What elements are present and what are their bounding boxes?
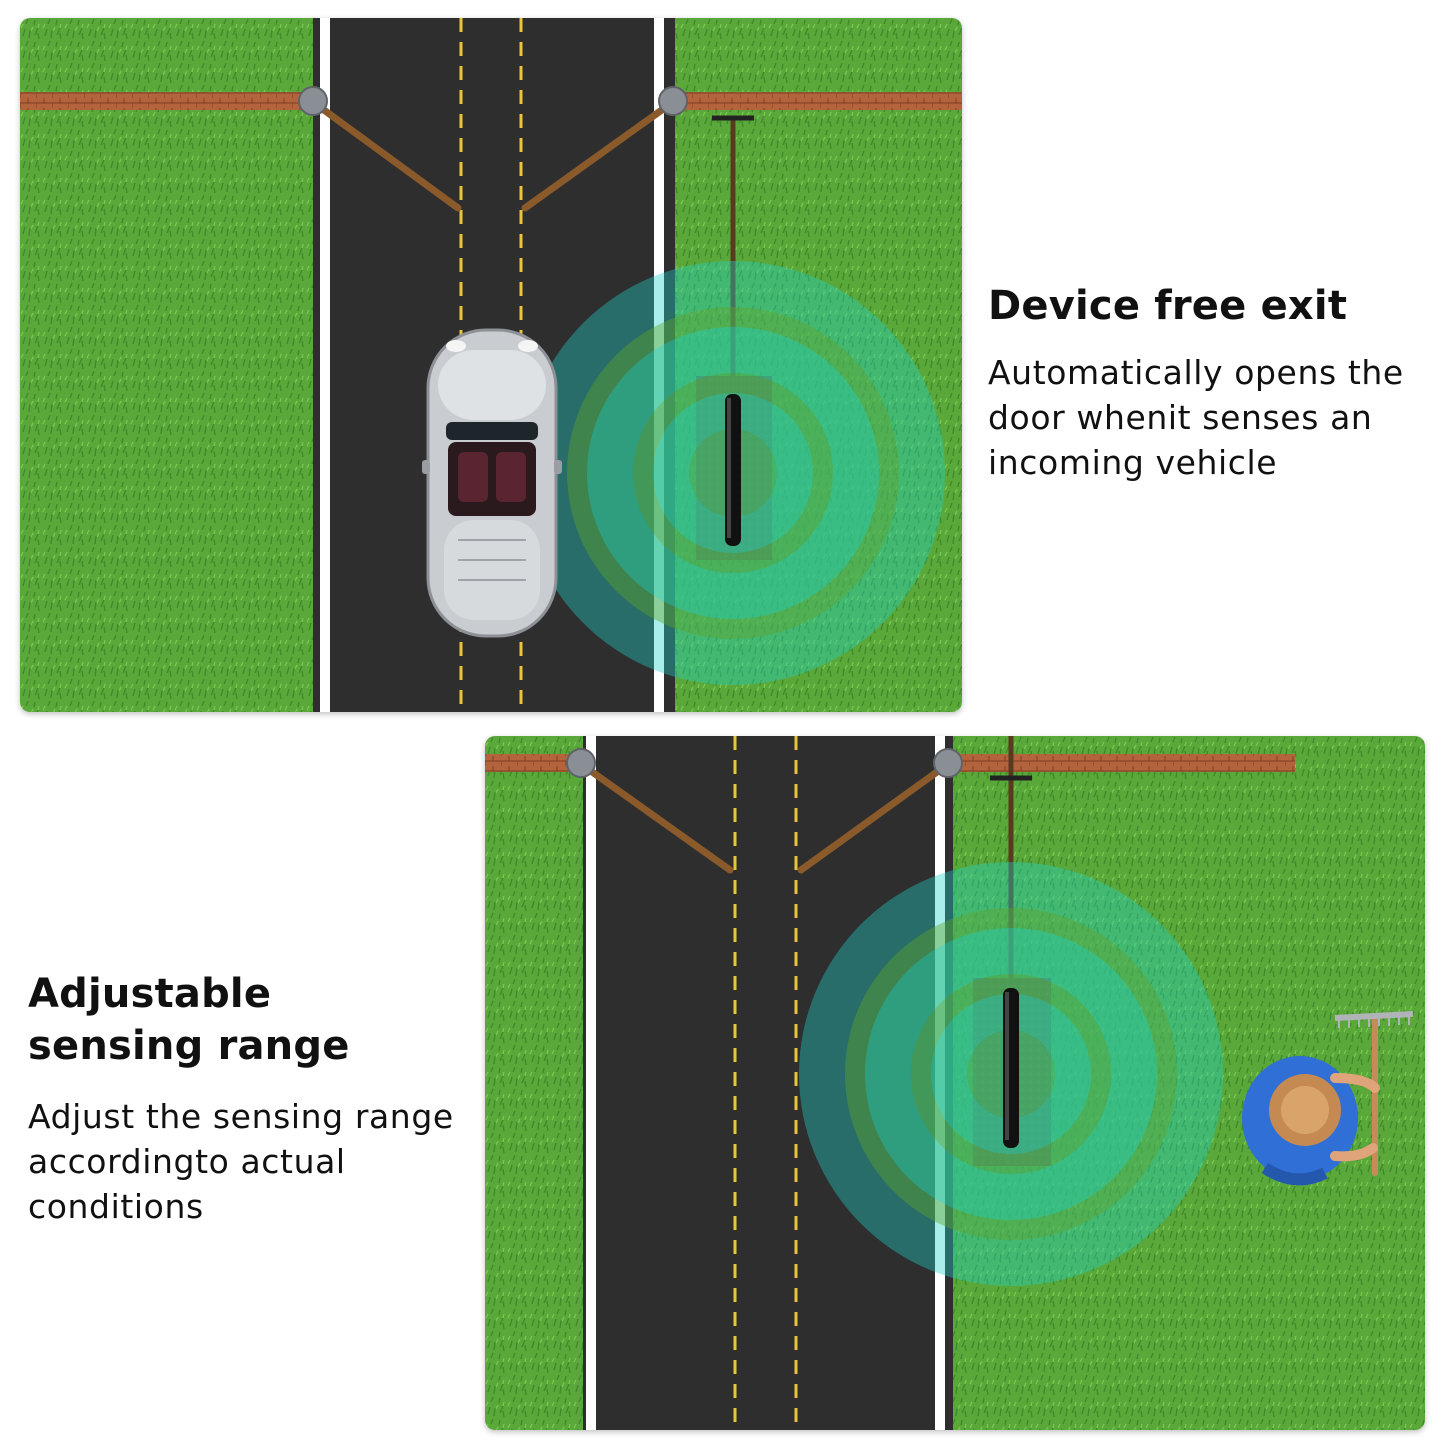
gate-arm-right [521,98,677,212]
road-edge-line-left [586,736,596,1430]
description-line: conditions [28,1187,204,1226]
description-line: incoming vehicle [988,443,1278,482]
feature-description: Automatically opens the door whenit sens… [988,350,1438,485]
heading-line: Adjustable [28,971,272,1017]
gate-arm-left [309,98,462,212]
scene-person-near-sensor [485,736,1425,1430]
gate-post-right [933,748,963,778]
gate-post-left [298,86,328,116]
description-line: door whenit senses an [988,398,1373,437]
description-line: Adjust the sensing range [28,1097,454,1136]
gardener-icon [1242,1011,1414,1186]
feature-block-adjustable-range: Adjustable sensing range Adjust the sens… [28,968,478,1229]
heading-line: sensing range [28,1023,350,1069]
brick-wall-left [485,754,578,772]
feature-heading: Adjustable sensing range [28,968,478,1072]
description-line: accordingto actual [28,1142,346,1181]
road-edge-line-left [320,18,330,712]
brick-wall-left [20,92,308,110]
gate-arm-right [797,760,952,874]
feature-block-device-free-exit: Device free exit Automatically opens the… [988,282,1438,485]
road [583,736,953,1430]
feature-heading: Device free exit [988,283,1348,329]
car-icon [422,328,562,638]
scene-2-illustration [485,736,1425,1430]
gate-arm-left [577,760,734,874]
gate-post-right [658,86,688,116]
road-edge-line-right [654,18,664,712]
brick-wall-right [960,754,1295,772]
brick-wall-right [680,92,962,110]
road-edge-line-right [935,736,945,1430]
scene-1-illustration [20,18,962,712]
feature-description: Adjust the sensing range accordingto act… [28,1094,478,1229]
gate-post-left [566,748,596,778]
description-line: Automatically opens the [988,353,1404,392]
scene-car-approaching [20,18,962,712]
